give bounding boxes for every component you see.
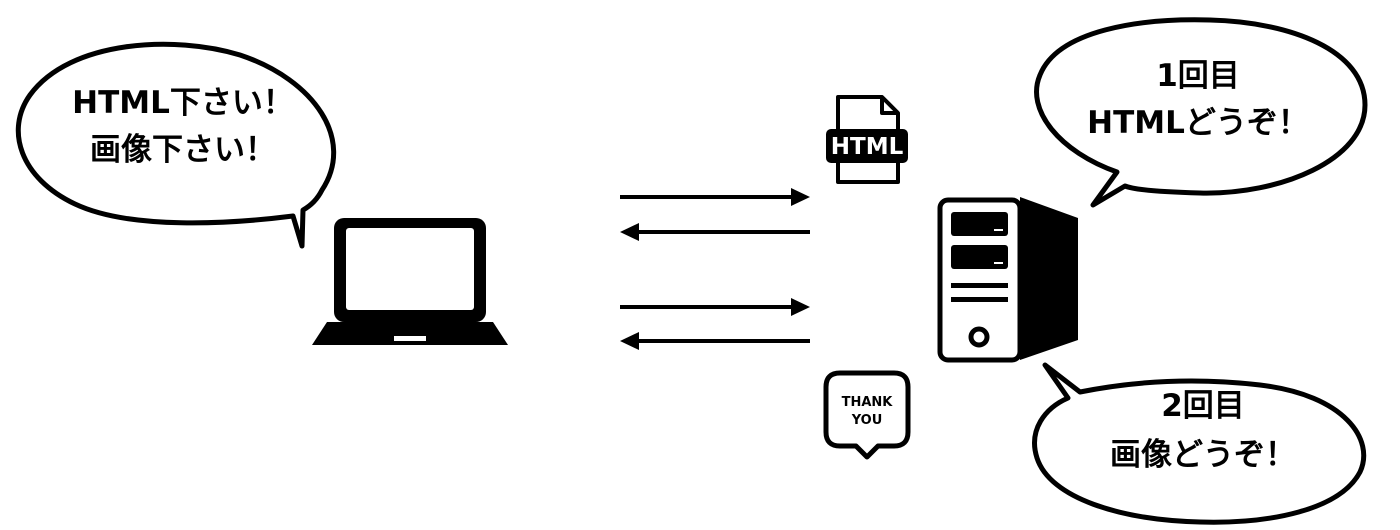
request-arrow-2	[620, 298, 810, 316]
html-file-icon: HTML	[826, 95, 908, 184]
client-speech-bubble: HTML下さい！ 画像下さい！	[15, 41, 337, 249]
server-speech-bubble-second: 2回目 画像どうぞ！	[1032, 362, 1367, 525]
server-tower-icon	[937, 197, 1078, 363]
server-bubble-second-line-1: 2回目	[1161, 388, 1245, 424]
html-file-label: HTML	[831, 134, 904, 160]
server-speech-bubble-first: 1回目 HTMLどうぞ！	[1034, 17, 1368, 208]
client-bubble-line-2: 画像下さい！	[90, 132, 276, 168]
thank-you-speech-icon: THANK YOU	[823, 370, 911, 460]
request-arrow-1	[620, 188, 810, 206]
thank-you-line-1: THANK	[842, 395, 894, 410]
server-bubble-first-line-2: HTMLどうぞ！	[1087, 105, 1309, 141]
server-bubble-second-line-2: 画像どうぞ！	[1110, 437, 1296, 473]
response-arrow-2	[620, 332, 810, 350]
thank-you-line-2: YOU	[851, 413, 883, 428]
server-bubble-first-line-1: 1回目	[1156, 58, 1240, 94]
response-arrow-1	[620, 223, 810, 241]
laptop-icon	[312, 218, 508, 345]
client-bubble-line-1: HTML下さい！	[72, 85, 294, 121]
